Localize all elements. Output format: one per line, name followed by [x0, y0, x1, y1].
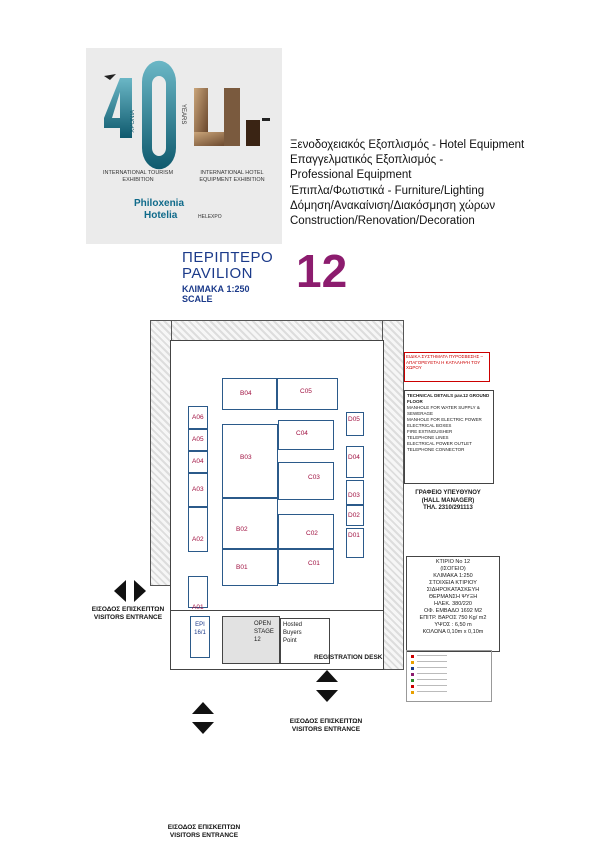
west-wall: [150, 320, 172, 586]
open-stage-line2: STAGE: [254, 629, 274, 635]
category-line-4: Έπιπλα/Φωτιστικά - Furniture/Lighting: [290, 185, 485, 197]
booth-b03[interactable]: B03: [240, 454, 252, 461]
category-line-1: Ξενοδοχειακός Εξοπλισμός - Hotel Equipme…: [290, 139, 525, 151]
west-entrance-label-en: VISITORS ENTRANCE: [93, 614, 163, 621]
logo-brand-hotelia: Hotelia: [144, 210, 178, 221]
logo-years: YEARS: [180, 104, 186, 125]
logo-graphic: [104, 60, 270, 170]
booth-d04[interactable]: D04: [348, 454, 360, 461]
logo-greek-years: ΧΡΟΝΙΑ: [130, 110, 136, 133]
pavilion-number: 12: [296, 245, 348, 297]
hosted-buyers-line2: Buyers: [283, 630, 302, 636]
open-stage-line3: 12: [254, 637, 261, 643]
booth-d03[interactable]: D03: [348, 492, 360, 499]
logo-brand-philoxenia: Philoxenia: [134, 198, 185, 209]
stage-area: [222, 616, 280, 664]
booth-b02[interactable]: B02: [236, 526, 248, 533]
south-entrance-label-en: VISITORS ENTRANCE: [169, 832, 239, 839]
pavilion-scale-greek: ΚΛΙΜΑΚΑ 1:250: [182, 284, 250, 294]
building-line-7: ΕΠΙΤΡ. ΒΑΡΟΣ 750 Kg/ m2: [419, 615, 487, 621]
west-entrance-label: ΕΙΣΟΔΟΣ ΕΠΙΣΚΕΠΤΩΝ VISITORS ENTRANCE: [78, 606, 178, 622]
logo-brand-helexpo: HELEXPO: [198, 214, 222, 220]
hosted-buyers-line1: Hosted: [283, 622, 303, 628]
info-booth-line1: EPI: [195, 622, 205, 628]
registration-desk[interactable]: REGISTRATION DESK: [314, 654, 383, 661]
category-line-6: Construction/Renovation/Decoration: [290, 215, 475, 227]
booth-a02[interactable]: A02: [192, 536, 204, 543]
booth-b01[interactable]: B01: [236, 564, 248, 571]
office-line-2: (HALL MANAGER): [421, 497, 475, 504]
info-booth[interactable]: EPI 16/1: [190, 616, 210, 658]
category-line-2: Επαγγελματικός Εξοπλισμός -: [290, 154, 444, 166]
booth-d02[interactable]: D02: [348, 512, 360, 519]
booth-c03[interactable]: C03: [308, 474, 320, 481]
exhibition-logo: ΧΡΟΝΙΑ YEARS INTERNATIONAL TOURISM EXHIB…: [86, 48, 282, 244]
hosted-buyers-point[interactable]: Hosted Buyers Point: [280, 618, 330, 664]
info-booth-line2: 16/1: [194, 630, 206, 636]
south-entrance-label-gr: ΕΙΣΟΔΟΣ ΕΠΙΣΚΕΠΤΩΝ: [167, 824, 241, 831]
north-wall: [150, 320, 404, 342]
booth-c04[interactable]: C04: [296, 430, 308, 437]
warning-box: ΕΙΔΙΚΑ ΣΥΣΤΗΜΑΤΑ ΠΥΡΟΣΒΕΣΗΣ – ΑΠΑΓΟΡΕΥΕΤ…: [404, 352, 490, 382]
technical-details-box: TECHNICAL DETAILS pav.12 GROUND FLOOR MA…: [404, 390, 494, 484]
south-east-entrance-label-gr: ΕΙΣΟΔΟΣ ΕΠΙΣΚΕΠΤΩΝ: [289, 718, 363, 725]
booth-c01[interactable]: C01: [308, 560, 320, 567]
booth-a01[interactable]: A01: [192, 604, 204, 611]
category-line-3: Professional Equipment: [290, 169, 412, 181]
technical-title: TECHNICAL DETAILS pav.12 GROUND FLOOR: [407, 393, 490, 404]
booth-a03[interactable]: A03: [192, 486, 204, 493]
south-entrance-arrows-icon: [192, 702, 214, 734]
booth-b04[interactable]: B04: [240, 390, 252, 397]
building-line-6: ΟΦ. ΕΜΒΑΔΟ 1692 Μ2: [423, 608, 483, 614]
technical-item-3: ELECTRICAL BOXES: [407, 423, 452, 428]
booth-d01[interactable]: D01: [348, 532, 360, 539]
building-line-3: ΣΙΔΗΡΟΚΑΤΑΣΚΕΥΗ: [426, 587, 480, 593]
south-east-entrance-label-en: VISITORS ENTRANCE: [291, 726, 361, 733]
building-info-box: ΚΤΙΡΙΟ Νο 12 (ΙΣΟΓΕΙΟ) ΚΛΙΜΑΚΑ 1:250 ΣΤΟ…: [406, 556, 500, 652]
booth-c02[interactable]: C02: [306, 530, 318, 537]
booth-a04[interactable]: A04: [192, 458, 204, 465]
building-line-8: ΥΨΟΣ : 6,50 m: [434, 622, 472, 628]
legend-swatches-icon: [411, 655, 447, 694]
logo-tourism-label: INTERNATIONAL TOURISM EXHIBITION: [102, 170, 174, 183]
booth-a05[interactable]: A05: [192, 436, 204, 443]
building-line-1: ΚΛΙΜΑΚΑ 1:250: [433, 573, 473, 579]
pavilion-title-english: PAVILION: [182, 265, 253, 282]
legend-box: [406, 650, 492, 702]
technical-item-6: ELECTRICAL POWER OUTLET: [407, 441, 472, 446]
pavilion-scale-english: SCALE: [182, 294, 213, 304]
building-line-9: ΚΟΛΩΝΑ 0,10m x 0,10m: [422, 629, 484, 635]
technical-item-2: MANHOLE FOR ELECTRIC POWER: [407, 417, 482, 422]
logo-hotel-label: INTERNATIONAL HOTEL EQUIPMENT EXHIBITION: [199, 170, 265, 183]
building-line-4: ΘΕΡΜΑΝΣΗ ΨΥΞΗ: [428, 594, 478, 600]
west-entrance-label-gr: ΕΙΣΟΔΟΣ ΕΠΙΣΚΕΠΤΩΝ: [91, 606, 165, 613]
technical-item-5: TELEPHONE LINES: [407, 435, 449, 440]
booth-d05[interactable]: D05: [348, 416, 360, 423]
technical-item-1: MANHOLE FOR WATER SUPPLY & SEWERAGE: [407, 405, 480, 416]
building-line-2: ΣΤΟΙΧΕΙΑ ΚΤΙΡΙΟΥ: [429, 580, 477, 586]
open-stage[interactable]: OPEN STAGE 12: [254, 620, 274, 644]
south-entrance-label: ΕΙΣΟΔΟΣ ΕΠΙΣΚΕΠΤΩΝ VISITORS ENTRANCE: [156, 824, 252, 840]
south-east-entrance-arrows-icon: [316, 670, 338, 702]
south-east-entrance-label: ΕΙΣΟΔΟΣ ΕΠΙΣΚΕΠΤΩΝ VISITORS ENTRANCE: [278, 718, 374, 734]
open-stage-line1: OPEN: [254, 621, 272, 627]
booth-a06[interactable]: A06: [192, 414, 204, 421]
office-line-1: ΓΡΑΦΕΙΟ ΥΠΕΥΘΥΝΟΥ: [415, 490, 481, 496]
west-entrance-arrows-icon: [114, 580, 146, 602]
hosted-buyers-line3: Point: [283, 638, 297, 644]
building-line-5: ΗΛΕΚ. 380/220: [434, 601, 472, 607]
east-wall: [382, 320, 404, 670]
technical-item-4: FIRE EXTINGUISHER: [407, 429, 453, 434]
hall-manager-office: ΓΡΑΦΕΙΟ ΥΠΕΥΘΥΝΟΥ (HALL MANAGER) ΤΗΛ. 23…: [408, 490, 488, 513]
pavilion-title-greek: ΠΕΡΙΠΤΕΡΟ: [182, 249, 274, 266]
floor-plan: A06 A05 A04 A03 A02 A01 B04 B03 B02 B01 …: [150, 320, 404, 670]
booth-c05[interactable]: C05: [300, 388, 312, 395]
building-title: ΚΤΙΡΙΟ Νο 12: [435, 559, 471, 565]
category-line-5: Δόμηση/Ανακαίνιση/Διακόσμηση χώρων: [290, 200, 496, 212]
technical-item-7: TELEPHONE CONNECTOR: [407, 447, 465, 452]
building-subtitle: (ΙΣΟΓΕΙΟ): [440, 566, 466, 572]
office-line-3: ΤΗΛ. 2310/291113: [423, 505, 473, 511]
